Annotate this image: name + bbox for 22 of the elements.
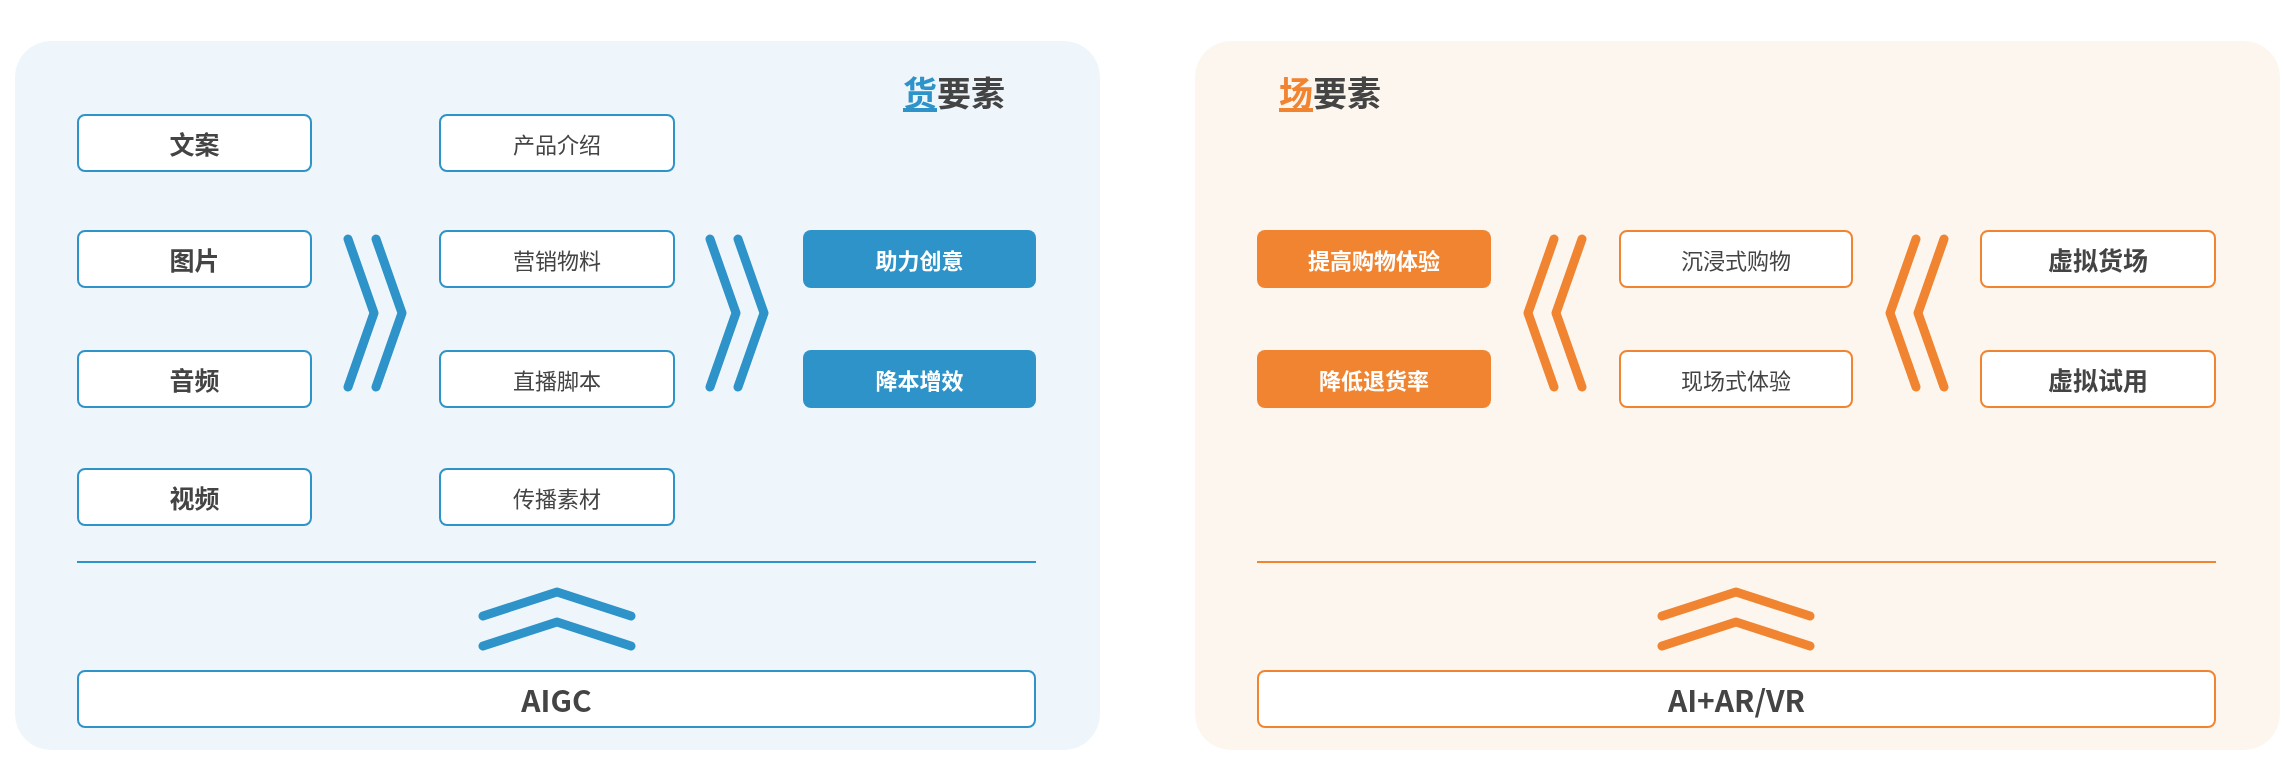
outlined-box: 传播素材 xyxy=(439,468,675,526)
outlined-box: 文案 xyxy=(77,114,312,172)
base-box: AI+AR/VR xyxy=(1257,670,2216,728)
filled-box: 助力创意 xyxy=(803,230,1036,288)
base-box: AIGC xyxy=(77,670,1036,728)
outlined-box: 现场式体验 xyxy=(1619,350,1853,408)
filled-box: 提高购物体验 xyxy=(1257,230,1491,288)
outlined-box: 视频 xyxy=(77,468,312,526)
outlined-box: 虚拟货场 xyxy=(1980,230,2216,288)
outlined-box: 产品介绍 xyxy=(439,114,675,172)
panel-heading: 货要素 xyxy=(903,67,1005,116)
panel-card xyxy=(15,41,1100,750)
panel-card xyxy=(1195,41,2280,750)
outlined-box: 图片 xyxy=(77,230,312,288)
outlined-box: 直播脚本 xyxy=(439,350,675,408)
outlined-box: 虚拟试用 xyxy=(1980,350,2216,408)
outlined-box: 营销物料 xyxy=(439,230,675,288)
outlined-box: 沉浸式购物 xyxy=(1619,230,1853,288)
outlined-box: 音频 xyxy=(77,350,312,408)
panel-heading: 场要素 xyxy=(1279,67,1381,116)
filled-box: 降本增效 xyxy=(803,350,1036,408)
filled-box: 降低退货率 xyxy=(1257,350,1491,408)
